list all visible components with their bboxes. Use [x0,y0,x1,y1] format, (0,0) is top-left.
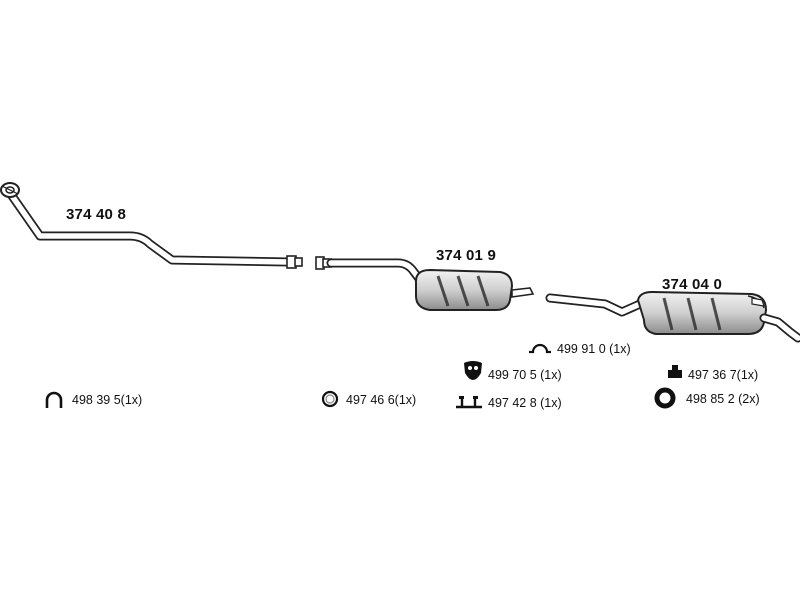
mount-icon [668,365,682,378]
bracket-icon [456,396,482,409]
middle-silencer-part-number: 374 01 9 [436,247,496,264]
rear-silencer-part-number: 374 04 0 [662,276,722,293]
u-clamp-icon [45,391,63,408]
omega-clamp-icon [529,343,551,354]
front-flange [0,182,20,198]
accessory-label-ring: 497 46 6(1x) [346,393,417,407]
accessory-label-rubber-hanger: 499 70 5 (1x) [488,368,562,382]
thick-ring-icon [654,387,676,409]
accessory-label-u-clamp: 498 39 5(1x) [72,393,143,407]
front-pipe-part-number: 374 40 8 [66,206,126,223]
accessory-label-thick-ring: 498 85 2 (2x) [686,392,760,406]
accessory-label-bracket: 497 42 8 (1x) [488,396,562,410]
accessory-label-mount: 497 36 7(1x) [688,368,759,382]
ring-icon [321,390,339,408]
middle-silencer [315,256,535,311]
accessory-label-omega-clamp: 499 91 0 (1x) [557,342,631,356]
rear-silencer [545,290,800,343]
rubber-hanger-icon [464,361,482,380]
front-pipe [0,182,303,269]
